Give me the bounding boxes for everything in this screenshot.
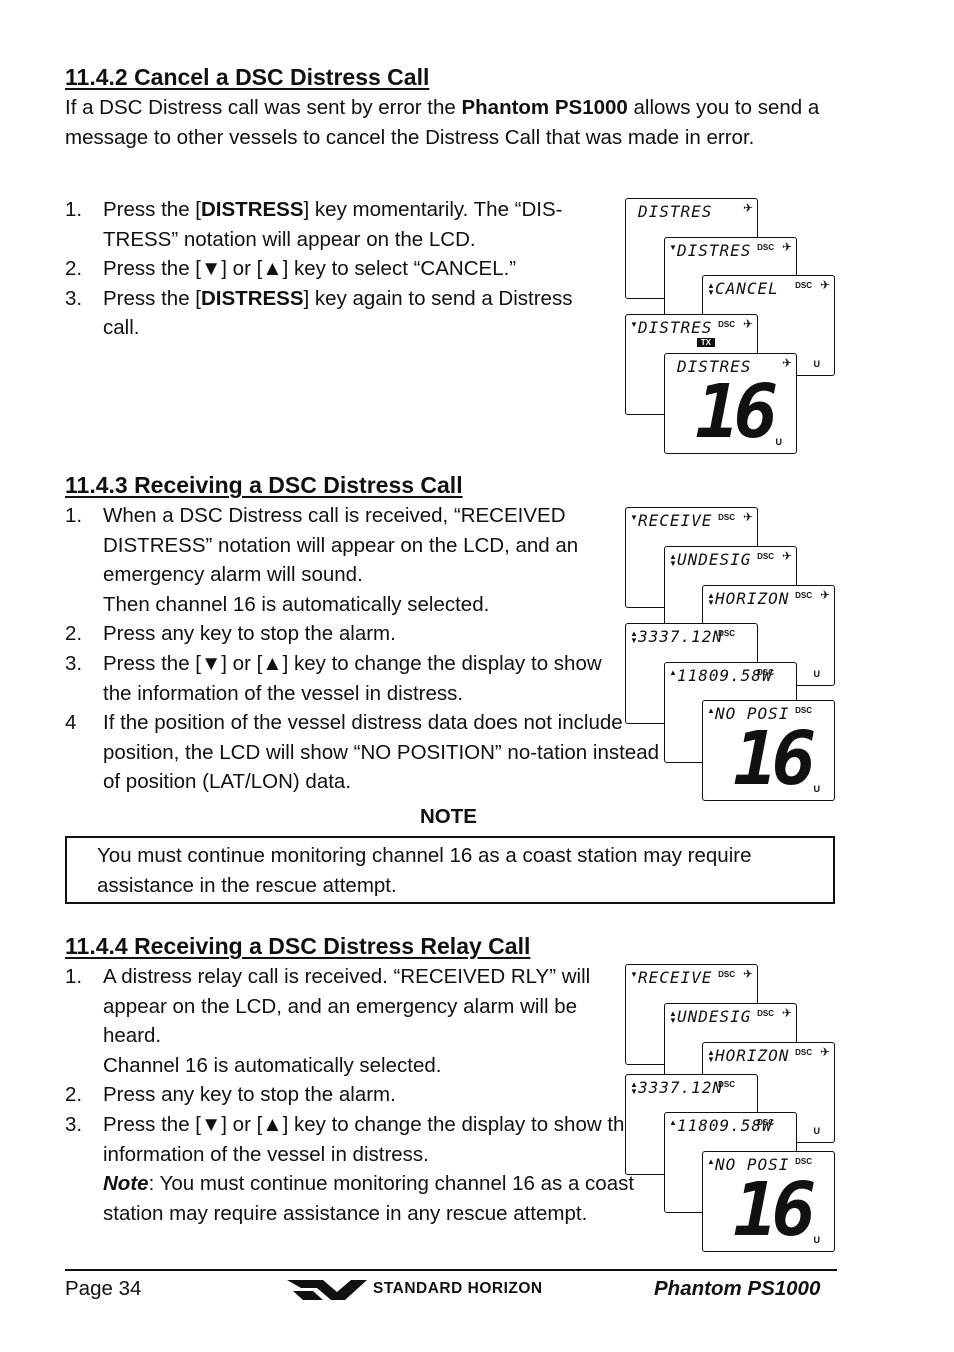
up-down-arrow-icon: ▲▼: [630, 1080, 638, 1096]
cancel-steps: 1.Press the [DISTRESS] key momentarily. …: [65, 195, 613, 343]
up-down-arrow-icon: ▲▼: [630, 629, 638, 645]
note-box: You must continue monitoring channel 16 …: [65, 836, 835, 904]
list-item: 3.Press the [▼] or [▲] key to change the…: [65, 651, 602, 705]
section-heading-cancel: 11.4.2 Cancel a DSC Distress Call: [65, 64, 430, 90]
up-down-arrow-icon: ▲▼: [707, 1048, 715, 1064]
section-heading-relay: 11.4.4 Receiving a DSC Distress Relay Ca…: [65, 933, 531, 959]
up-down-arrow-icon: ▲▼: [707, 591, 715, 607]
receiving-steps: 1.When a DSC Distress call is received, …: [65, 501, 659, 797]
footer-divider: [65, 1269, 837, 1271]
signal-icon: ✈: [819, 278, 830, 292]
relay-steps: 1.A distress relay call is received. “RE…: [65, 962, 636, 1228]
brand-logo-icon: [287, 1280, 367, 1300]
signal-icon: ✈: [781, 356, 792, 370]
signal-icon: ✈: [742, 510, 753, 524]
cancel-intro: If a DSC Distress call was sent by error…: [65, 96, 820, 149]
list-item: 3.Press the [▼] or [▲] key to change the…: [65, 1112, 636, 1225]
up-arrow-icon: ▲: [669, 668, 677, 677]
signal-icon: ✈: [819, 1045, 830, 1059]
list-item: 2.Press the [▼] or [▲] key to select “CA…: [65, 257, 517, 281]
list-item: 1.When a DSC Distress call is received, …: [65, 504, 579, 616]
up-down-arrow-icon: ▲▼: [669, 552, 677, 568]
page-number: Page 34: [65, 1277, 142, 1300]
list-item: 1.A distress relay call is received. “RE…: [65, 965, 591, 1077]
list-item: 2.Press any key to stop the alarm.: [65, 622, 396, 646]
note-text: You must continue monitoring channel 16 …: [97, 844, 752, 897]
signal-icon: ✈: [742, 967, 753, 981]
brand-name: STANDARD HORIZON: [373, 1280, 543, 1297]
lcd-screen: ▲ NO POSI DSC 16 U: [702, 700, 835, 801]
up-arrow-icon: ▲: [707, 1157, 715, 1166]
down-arrow-icon: ▼: [630, 513, 638, 522]
signal-icon: ✈: [781, 549, 792, 563]
list-item: 1.Press the [DISTRESS] key momentarily. …: [65, 198, 563, 251]
list-item: 3.Press the [DISTRESS] key again to send…: [65, 286, 573, 340]
signal-icon: ✈: [781, 1006, 792, 1020]
section-heading-receiving: 11.4.3 Receiving a DSC Distress Call: [65, 472, 463, 498]
brand-logo: STANDARD HORIZON: [287, 1278, 617, 1302]
up-down-arrow-icon: ▲▼: [707, 281, 715, 297]
down-arrow-icon: ▼: [669, 243, 677, 252]
signal-icon: ✈: [781, 240, 792, 254]
up-down-arrow-icon: ▲▼: [669, 1009, 677, 1025]
up-arrow-icon: ▲: [669, 1118, 677, 1127]
lcd-screen: ▲ NO POSI DSC 16 U: [702, 1151, 835, 1252]
list-item: 2.Press any key to stop the alarm.: [65, 1083, 396, 1107]
down-arrow-icon: ▼: [630, 320, 638, 329]
up-arrow-icon: ▲: [707, 706, 715, 715]
signal-icon: ✈: [819, 588, 830, 602]
note-title: NOTE: [420, 805, 477, 828]
product-name: Phantom PS1000: [654, 1277, 821, 1300]
lcd-screen: DISTRES ✈ 16 U: [664, 353, 797, 454]
down-arrow-icon: ▼: [630, 970, 638, 979]
signal-icon: ✈: [742, 201, 753, 215]
signal-icon: ✈: [742, 317, 753, 331]
